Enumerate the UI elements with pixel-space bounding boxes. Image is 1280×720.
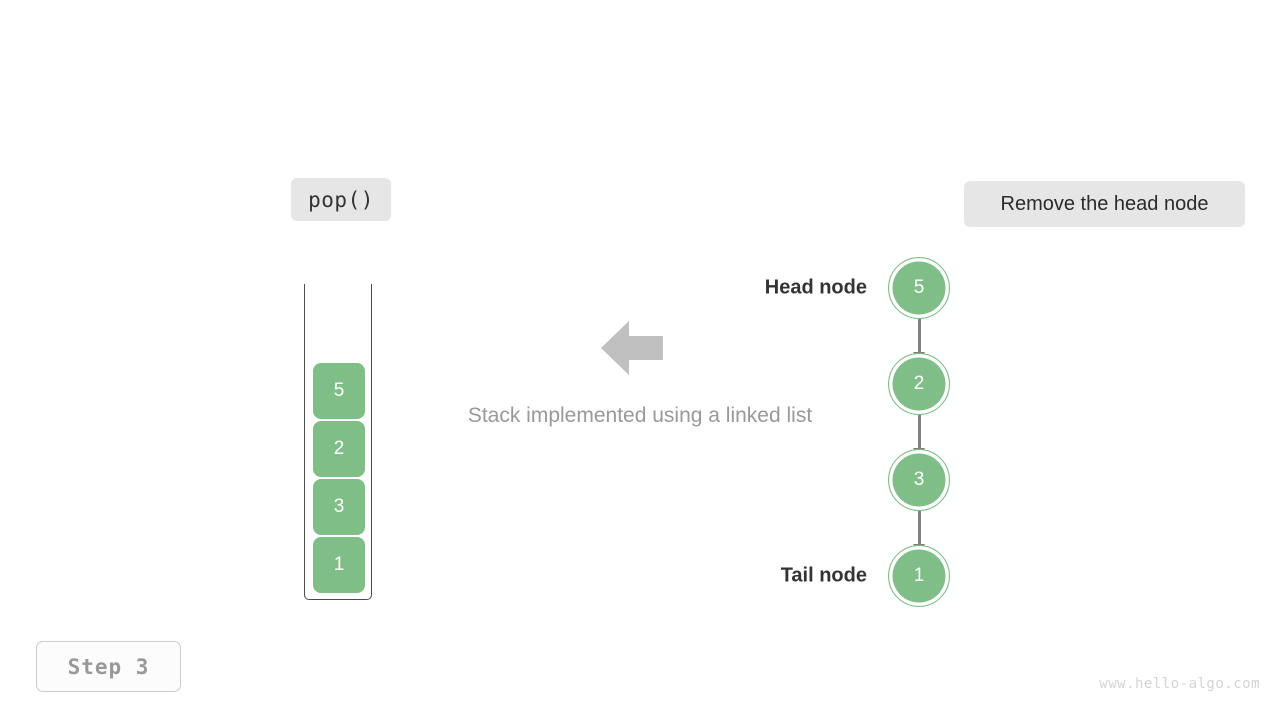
stack-cell: 3 [313, 479, 365, 535]
linked-list-arrow [913, 415, 925, 457]
step-indicator: Step 3 [36, 641, 181, 692]
node-value: 2 [913, 373, 925, 394]
head-node-label: Head node [764, 276, 867, 299]
left-arrow-icon [601, 321, 663, 375]
linked-list-node-head: Head node 5 [765, 257, 950, 319]
node-value: 1 [913, 565, 925, 586]
operation-badge: pop() [291, 178, 391, 221]
stack-cell: 5 [313, 363, 365, 419]
stack-cell-list: 5 2 3 1 [313, 363, 365, 593]
linked-list-node-tail: Tail node 1 [781, 545, 950, 607]
caption-text: Stack implemented using a linked list [467, 404, 813, 427]
linked-list-node: 3 [888, 449, 950, 511]
stack-container: 5 2 3 1 [304, 284, 374, 602]
stack-cell: 2 [313, 421, 365, 477]
stack-cell: 1 [313, 537, 365, 593]
linked-list-node: 2 [888, 353, 950, 415]
node-value: 5 [913, 277, 925, 298]
description-badge: Remove the head node [964, 181, 1245, 227]
linked-list-container: Head node 5 2 3 Tail node 1 [765, 257, 952, 609]
watermark: www.hello-algo.com [1099, 676, 1260, 692]
linked-list-arrow [913, 319, 925, 361]
stack-outline [304, 284, 372, 600]
node-value: 3 [913, 469, 925, 490]
linked-list-arrow [913, 511, 925, 553]
tail-node-label: Tail node [780, 564, 867, 587]
